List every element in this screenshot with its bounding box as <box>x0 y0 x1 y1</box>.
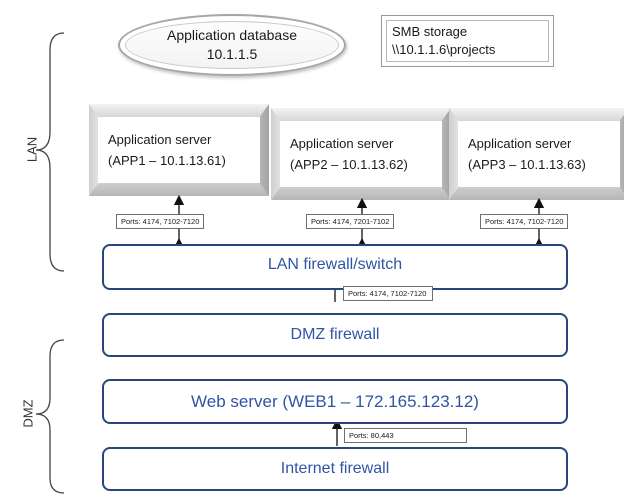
server-2-ports: Ports: 4174, 7201-7102 <box>306 214 395 229</box>
server-title: Application server <box>290 136 394 151</box>
dmz-zone-label: DMZ <box>20 399 36 428</box>
application-database: Application database 10.1.1.5 <box>118 14 346 76</box>
database-address: 10.1.1.5 <box>206 46 258 62</box>
server-detail: (APP2 – 10.1.13.62) <box>290 157 408 172</box>
layer-label: LAN firewall/switch <box>267 256 403 273</box>
server-detail: (APP3 – 10.1.13.63) <box>468 157 586 172</box>
layer-label: Internet firewall <box>280 460 390 477</box>
database-name: Application database <box>167 27 297 43</box>
server-title: Application server <box>108 132 212 147</box>
storage-path: \\10.1.1.6\projects <box>392 42 496 57</box>
lan-zone-label: LAN <box>24 136 40 163</box>
lan-firewall-ports: Ports: 4174, 7102-7120 <box>343 286 434 301</box>
server-title: Application server <box>468 136 572 151</box>
server-1-ports: Ports: 4174, 7102-7120 <box>116 214 205 229</box>
internet-firewall: Internet firewall <box>102 447 568 491</box>
storage-name: SMB storage <box>392 24 468 39</box>
smb-storage: SMB storage \\10.1.1.6\projects <box>381 15 554 67</box>
server-detail: (APP1 – 10.1.13.61) <box>108 153 226 168</box>
application-server-2: Application server (APP2 – 10.1.13.62) <box>271 108 451 200</box>
application-server-3: Application server (APP3 – 10.1.13.63) <box>449 108 624 200</box>
layer-label: Web server (WEB1 – 172.165.123.12) <box>191 391 479 411</box>
dmz-firewall: DMZ firewall <box>102 313 568 357</box>
application-server-1: Application server (APP1 – 10.1.13.61) <box>89 104 269 196</box>
layer-label: DMZ firewall <box>290 326 380 343</box>
lan-brace <box>35 32 65 272</box>
lan-firewall-switch: LAN firewall/switch <box>102 244 568 290</box>
web-server-ports: Ports: 80,443 <box>344 428 467 443</box>
web-server: Web server (WEB1 – 172.165.123.12) <box>102 379 568 424</box>
server-3-ports: Ports: 4174, 7102-7120 <box>480 214 569 229</box>
dmz-brace <box>35 339 65 494</box>
